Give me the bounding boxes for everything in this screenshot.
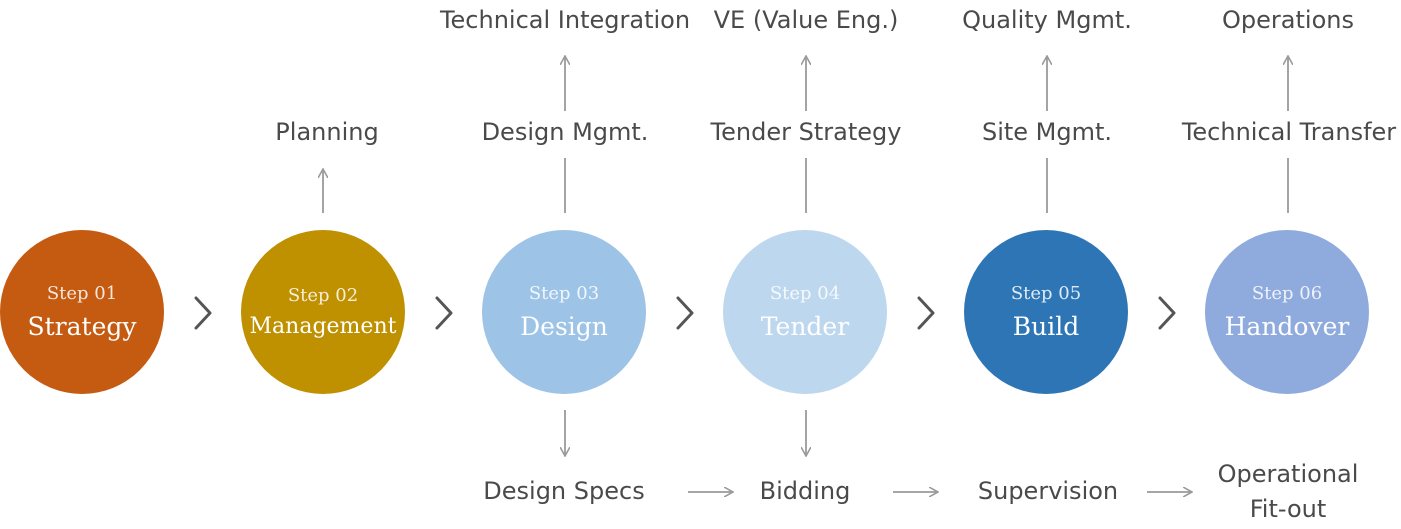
step-circle-build: Step 05 Build — [964, 230, 1128, 394]
label-bidding: Bidding — [759, 477, 851, 505]
label-planning: Planning — [275, 118, 379, 146]
step-number: Step 05 — [1010, 283, 1082, 304]
step-title: Tender — [760, 312, 850, 341]
chevron-right-icon — [676, 296, 694, 330]
step-number: Step 03 — [528, 283, 600, 304]
step-number: Step 01 — [46, 283, 118, 304]
step-title: Management — [249, 314, 397, 339]
step-circle-tender: Step 04 Tender — [723, 230, 887, 394]
step-title: Strategy — [27, 312, 137, 341]
step-circle-handover: Step 06 Handover — [1205, 230, 1369, 394]
step-number: Step 02 — [287, 285, 359, 306]
chevron-right-icon — [194, 296, 212, 330]
label-technical-integration: Technical Integration — [439, 6, 691, 34]
label-design-specs: Design Specs — [483, 477, 645, 505]
label-site-mgmt: Site Mgmt. — [981, 118, 1113, 146]
step-circle-strategy: Step 01 Strategy — [0, 230, 164, 394]
label-operational-fit-out: Operational Fit-out — [1217, 460, 1359, 523]
label-quality-mgmt: Quality Mgmt. — [962, 6, 1132, 34]
chevron-right-icon — [1158, 296, 1176, 330]
step-title: Handover — [1224, 312, 1350, 341]
label-technical-transfer: Technical Transfer — [1181, 118, 1397, 146]
step-number: Step 06 — [1251, 283, 1323, 304]
label-tender-strategy: Tender Strategy — [710, 118, 902, 146]
step-circle-design: Step 03 Design — [482, 230, 646, 394]
label-design-mgmt: Design Mgmt. — [481, 118, 649, 146]
step-circle-management: Step 02 Management — [241, 230, 405, 394]
chevron-right-icon — [435, 296, 453, 330]
step-title: Design — [520, 312, 608, 341]
chevron-right-icon — [917, 296, 935, 330]
step-number: Step 04 — [769, 283, 841, 304]
label-operations: Operations — [1222, 6, 1354, 34]
label-value-engineering: VE (Value Eng.) — [713, 6, 899, 34]
label-supervision: Supervision — [977, 477, 1119, 505]
step-title: Build — [1012, 312, 1080, 341]
